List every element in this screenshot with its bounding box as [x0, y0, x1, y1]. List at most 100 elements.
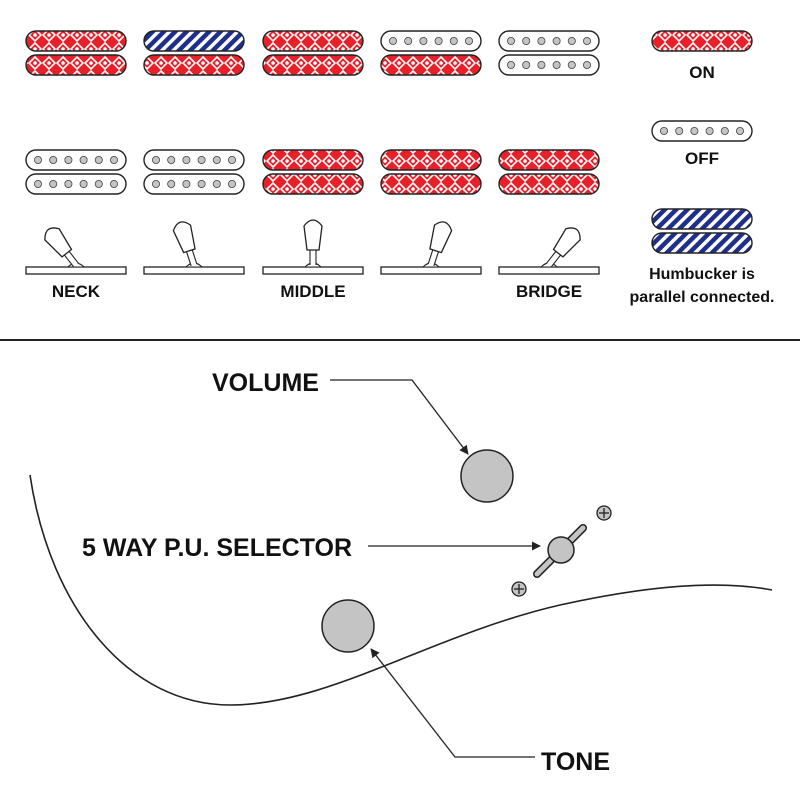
- guitar-body-outline: [29, 474, 773, 706]
- tone-knob[interactable]: [321, 599, 375, 653]
- pickup-coil-on: [262, 30, 364, 52]
- pickup-coil-parallel: [651, 208, 753, 230]
- position-label: MIDDLE: [280, 282, 345, 301]
- screw-icon: [511, 581, 527, 597]
- legend-off-pickup-icon: [651, 120, 753, 142]
- pole-piece: [522, 61, 531, 70]
- pickup-coil-off: [498, 30, 600, 52]
- humbucker-pickup: [143, 30, 245, 76]
- pole-piece: [720, 127, 729, 136]
- pickup-coil-off: [25, 173, 127, 195]
- pickup-coil-on: [498, 149, 600, 171]
- pole-piece: [110, 179, 119, 188]
- volume-leader-line: [330, 379, 469, 455]
- pole-piece: [660, 127, 669, 136]
- legend-parallel-line1: Humbucker is: [649, 266, 755, 283]
- selector-switch-row: [25, 219, 600, 275]
- tone-leader-line: [370, 648, 535, 758]
- pole-piece: [404, 37, 413, 46]
- pickup-coil-on: [498, 173, 600, 195]
- position-label: NECK: [52, 282, 101, 301]
- pickup-coil-on: [262, 54, 364, 76]
- pole-piece: [705, 127, 714, 136]
- pole-piece: [434, 37, 443, 46]
- pole-piece: [110, 155, 119, 164]
- neck-pickup-row: [25, 30, 600, 76]
- pole-piece: [79, 155, 88, 164]
- switch-position-icon: [143, 221, 245, 275]
- legend: ON OFF Humbucker is parallel connected.: [630, 30, 774, 306]
- pole-piece: [552, 61, 561, 70]
- pole-piece: [151, 179, 160, 188]
- legend-off-label: OFF: [685, 149, 719, 168]
- pole-piece: [34, 179, 43, 188]
- pole-piece: [567, 37, 576, 46]
- pole-piece: [567, 61, 576, 70]
- pole-piece: [94, 179, 103, 188]
- pickup-coil-on: [25, 30, 127, 52]
- pole-piece: [94, 155, 103, 164]
- volume-knob[interactable]: [460, 449, 514, 503]
- pickup-coil-parallel: [143, 30, 245, 52]
- pole-piece: [449, 37, 458, 46]
- tone-label: TONE: [541, 748, 610, 776]
- pole-piece: [227, 179, 236, 188]
- humbucker-pickup: [25, 30, 127, 76]
- pickup-coil-on: [380, 149, 482, 171]
- pole-piece: [583, 37, 592, 46]
- pole-piece: [675, 127, 684, 136]
- pole-piece: [522, 37, 531, 46]
- humbucker-pickup: [262, 30, 364, 76]
- position-labels: NECK MIDDLE BRIDGE: [52, 282, 582, 301]
- pole-piece: [537, 61, 546, 70]
- humbucker-pickup: [380, 149, 482, 195]
- pole-piece: [182, 155, 191, 164]
- switch-position-icon: [25, 227, 127, 275]
- pole-piece: [64, 155, 73, 164]
- position-label: BRIDGE: [516, 282, 582, 301]
- bridge-pickup-row: [25, 149, 600, 195]
- selector-knob[interactable]: [547, 536, 575, 564]
- pickup-coil-on: [262, 173, 364, 195]
- pole-piece: [552, 37, 561, 46]
- pickup-coil-off: [380, 30, 482, 52]
- pole-piece: [212, 155, 221, 164]
- humbucker-pickup: [498, 149, 600, 195]
- pole-piece: [151, 155, 160, 164]
- humbucker-pickup: [25, 149, 127, 195]
- pole-piece: [64, 179, 73, 188]
- pole-piece: [736, 127, 745, 136]
- pole-piece: [506, 37, 515, 46]
- pole-piece: [583, 61, 592, 70]
- screw-icon: [596, 505, 612, 521]
- pickup-coil-off: [651, 120, 753, 142]
- legend-on-pickup-icon: [651, 30, 753, 52]
- pole-piece: [182, 179, 191, 188]
- selector-label: 5 WAY P.U. SELECTOR: [82, 534, 352, 562]
- pickup-coil-off: [143, 149, 245, 171]
- pole-piece: [506, 61, 515, 70]
- five-way-selector[interactable]: [533, 524, 587, 578]
- pole-piece: [197, 155, 206, 164]
- pickup-coil-on: [380, 173, 482, 195]
- pole-piece: [212, 179, 221, 188]
- pickup-coil-on: [25, 54, 127, 76]
- pole-piece: [167, 179, 176, 188]
- pickup-coil-on: [143, 54, 245, 76]
- pole-piece: [227, 155, 236, 164]
- pickup-coil-off: [25, 149, 127, 171]
- humbucker-pickup: [380, 30, 482, 76]
- humbucker-pickup: [143, 149, 245, 195]
- pole-piece: [34, 155, 43, 164]
- pole-piece: [690, 127, 699, 136]
- switch-position-icon: [380, 221, 482, 275]
- pole-piece: [167, 155, 176, 164]
- pickup-coil-off: [498, 54, 600, 76]
- pickup-coil-on: [380, 54, 482, 76]
- humbucker-pickup: [262, 149, 364, 195]
- pole-piece: [464, 37, 473, 46]
- switch-position-icon: [262, 219, 364, 275]
- pole-piece: [49, 179, 58, 188]
- pole-piece: [419, 37, 428, 46]
- switch-position-icon: [498, 227, 600, 275]
